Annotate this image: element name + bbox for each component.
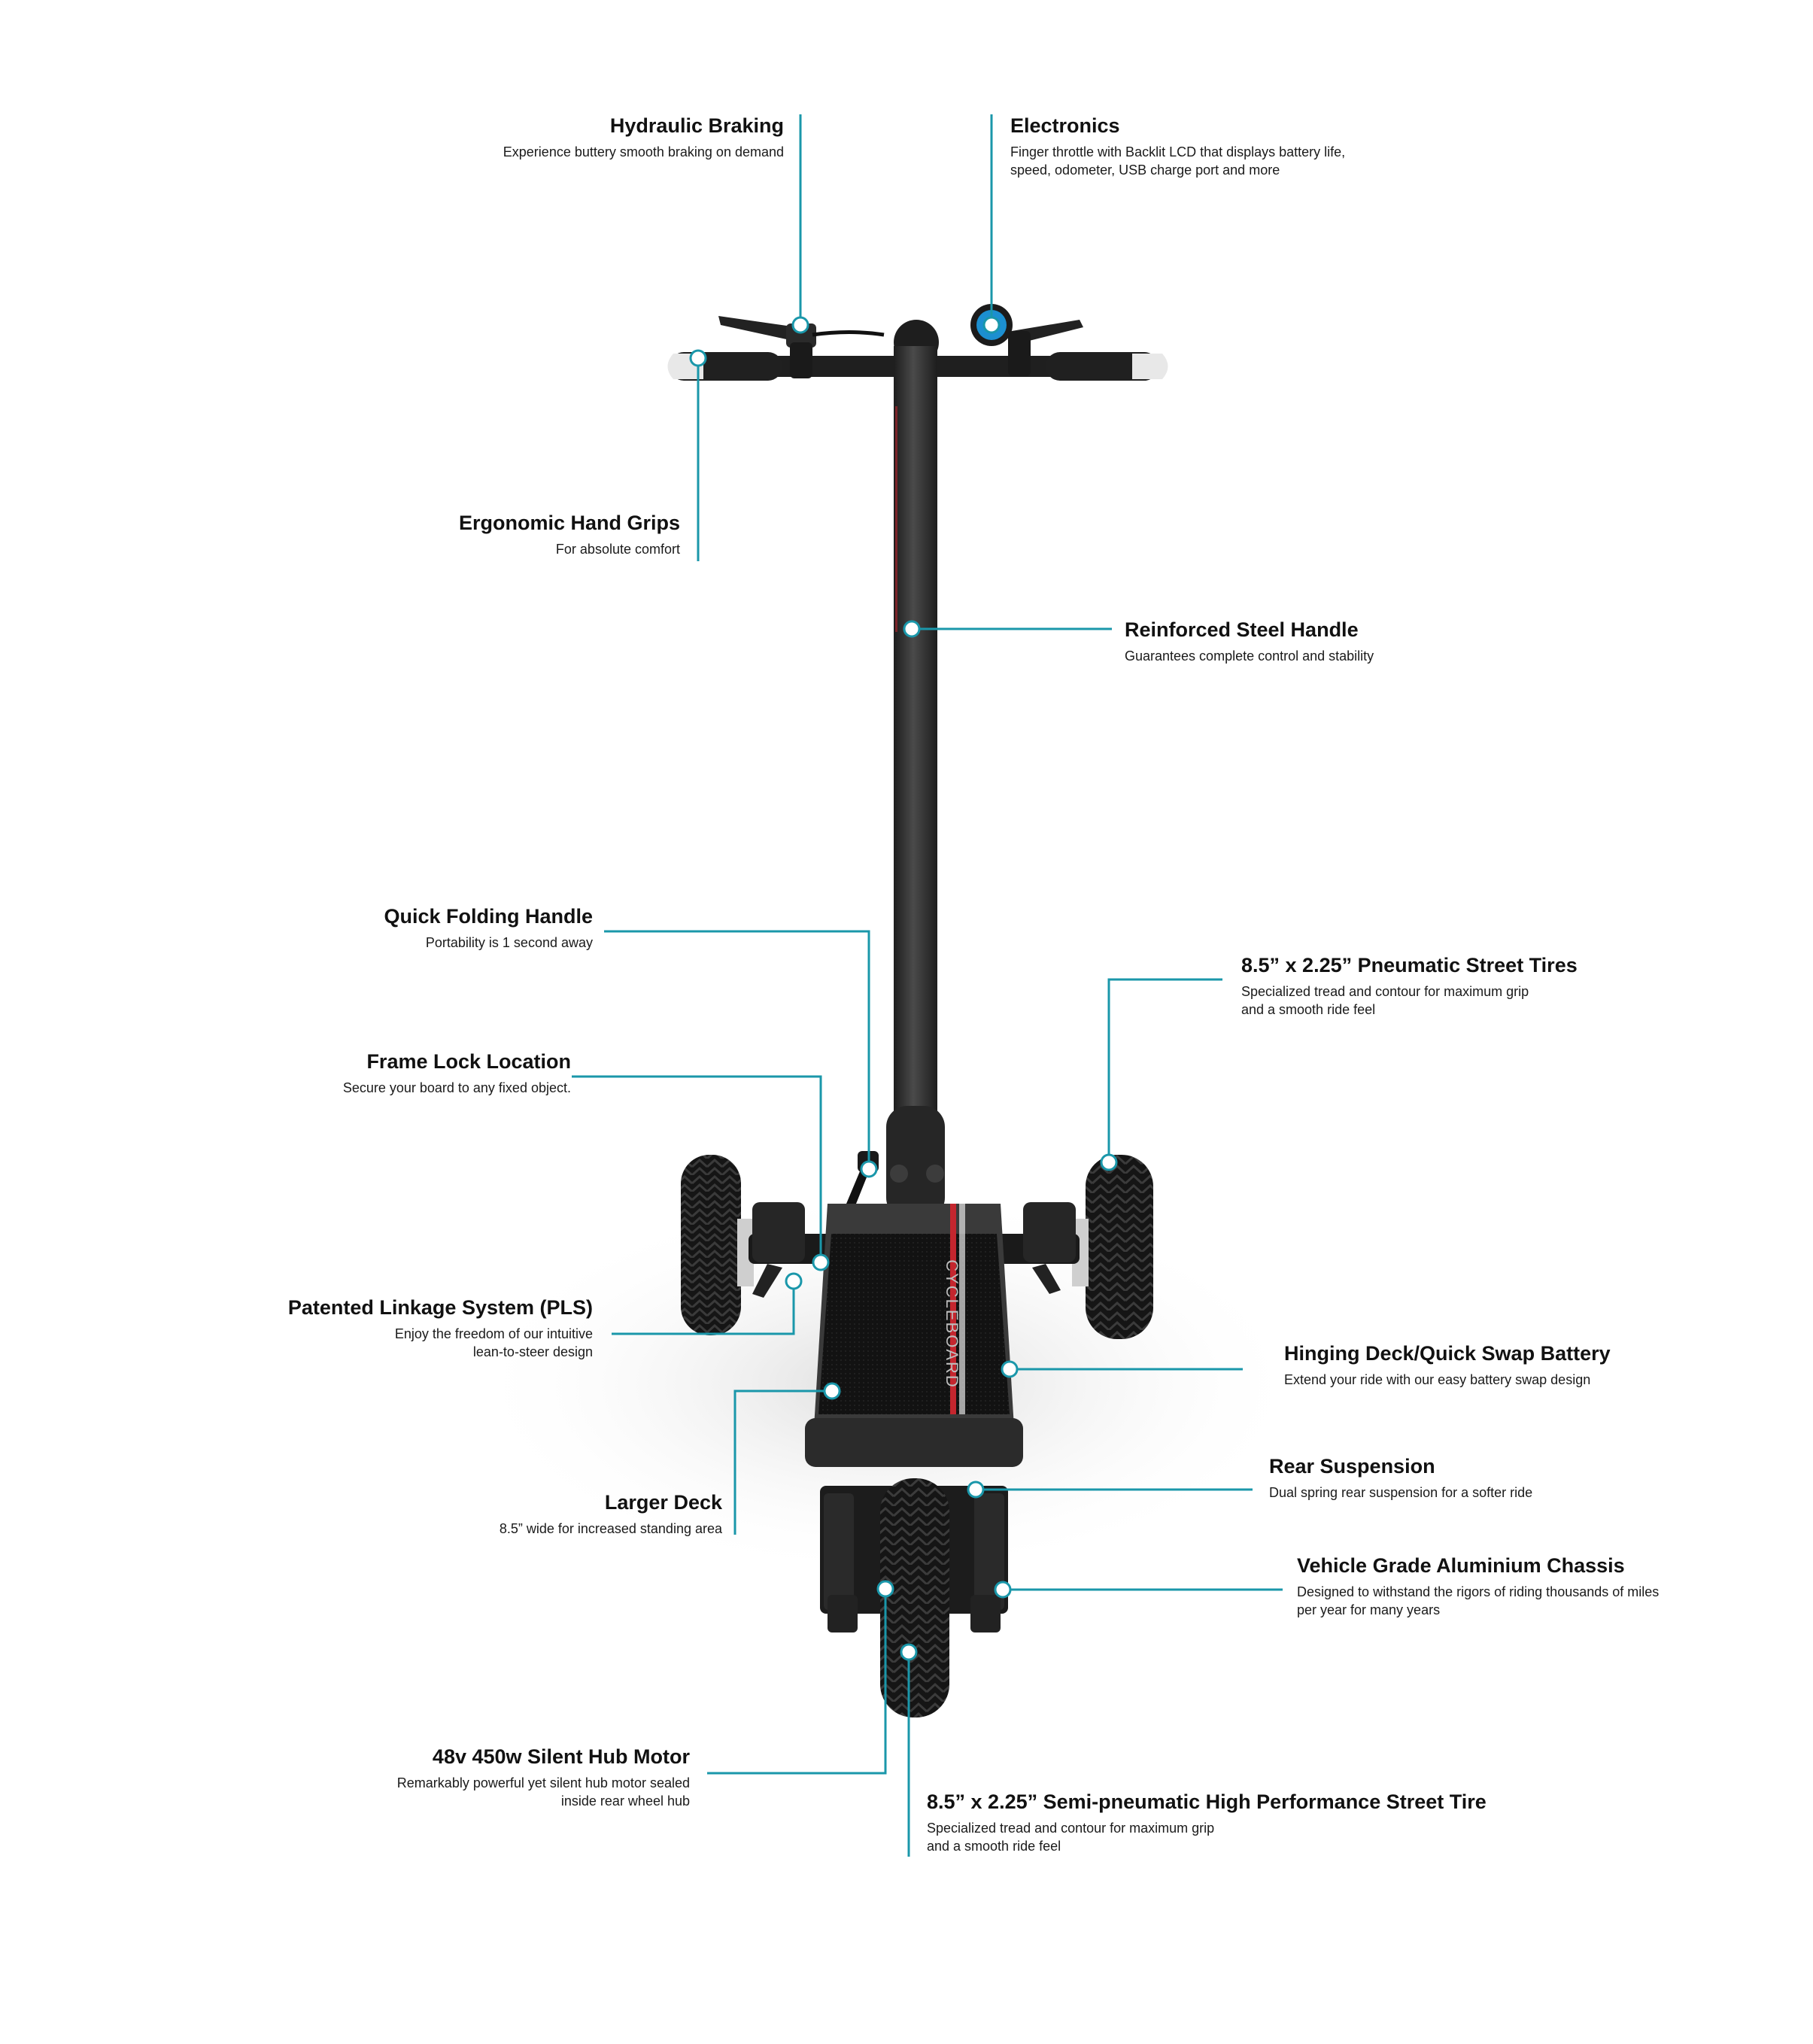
marker-electronics (982, 316, 1001, 334)
callout-description: Secure your board to any fixed object. (342, 1080, 571, 1095)
callout-title: 8.5” x 2.25” Pneumatic Street Tires (1241, 954, 1578, 976)
callout-hydraulic-braking: Hydraulic Braking Experience buttery smo… (503, 113, 784, 161)
leader-frame-lock-location (572, 1075, 822, 1262)
callout-title: Electronics (1010, 114, 1120, 137)
callout-hinging-deck: Hinging Deck/Quick Swap Battery Extend y… (1284, 1341, 1611, 1389)
callout-description: Guarantees complete control and stabilit… (1125, 648, 1374, 664)
callout-ergonomic-hand-grips: Ergonomic Hand Grips For absolute comfor… (459, 510, 680, 558)
marker-reinforced-steel-handle (903, 620, 921, 638)
callout-patented-linkage-system: Patented Linkage System (PLS) Enjoy the … (288, 1295, 593, 1361)
callout-description: Designed to withstand the rigors of ridi… (1297, 1584, 1660, 1617)
deck (805, 1204, 1023, 1467)
marker-frame-lock-location (812, 1253, 830, 1271)
callout-larger-deck: Larger Deck 8.5” wide for increased stan… (500, 1490, 722, 1538)
callout-title: Quick Folding Handle (384, 905, 593, 928)
leader-quick-folding-handle (604, 930, 870, 1169)
callout-semi-pneumatic-tire: 8.5” x 2.25” Semi-pneumatic High Perform… (927, 1789, 1487, 1855)
callout-description: Dual spring rear suspension for a softer… (1269, 1485, 1533, 1500)
rear-wheel (880, 1478, 949, 1718)
callout-rear-suspension: Rear Suspension Dual spring rear suspens… (1269, 1453, 1532, 1502)
marker-ergonomic-hand-grips (689, 349, 707, 367)
callout-quick-folding-handle: Quick Folding Handle Portability is 1 se… (384, 904, 593, 952)
marker-quick-folding-handle (860, 1160, 878, 1178)
callout-description: 8.5” wide for increased standing area (499, 1521, 722, 1536)
callout-title: Ergonomic Hand Grips (458, 512, 680, 534)
marker-rear-suspension (967, 1481, 985, 1499)
callout-description: Enjoy the freedom of our intuitive lean-… (394, 1326, 593, 1359)
callout-description: Extend your ride with our easy battery s… (1284, 1372, 1591, 1387)
leader-pneumatic-street-tires (1107, 978, 1222, 1162)
callout-reinforced-steel-handle: Reinforced Steel Handle Guarantees compl… (1125, 617, 1374, 665)
front-right-wheel (1086, 1155, 1153, 1339)
callout-frame-lock-location: Frame Lock Location Secure your board to… (343, 1049, 571, 1097)
marker-aluminium-chassis (994, 1581, 1012, 1599)
callout-description: Finger throttle with Backlit LCD that di… (1010, 144, 1346, 178)
marker-hydraulic-braking (791, 316, 809, 334)
marker-patented-linkage-system (785, 1272, 803, 1290)
marker-hinging-deck (1001, 1360, 1019, 1378)
callout-title: Larger Deck (604, 1491, 722, 1514)
marker-pneumatic-street-tires (1100, 1153, 1118, 1171)
marker-hub-motor (876, 1580, 894, 1598)
callout-title: Vehicle Grade Aluminium Chassis (1297, 1554, 1625, 1577)
front-left-wheel (681, 1155, 741, 1335)
marker-larger-deck (823, 1382, 841, 1400)
callout-electronics: Electronics Finger throttle with Backlit… (1010, 113, 1345, 179)
callout-aluminium-chassis: Vehicle Grade Aluminium Chassis Designed… (1297, 1553, 1659, 1619)
callout-description: Experience buttery smooth braking on dem… (503, 144, 784, 159)
callout-title: Rear Suspension (1269, 1455, 1435, 1478)
callout-title: 8.5” x 2.25” Semi-pneumatic High Perform… (927, 1790, 1487, 1813)
leader-patented-linkage-system (612, 1281, 795, 1335)
leader-hub-motor (707, 1589, 887, 1775)
callout-description: Specialized tread and contour for maximu… (1241, 984, 1529, 1017)
callout-description: For absolute comfort (555, 542, 680, 557)
callout-description: Specialized tread and contour for maximu… (927, 1821, 1215, 1854)
marker-semi-pneumatic-tire (900, 1643, 918, 1661)
handle-stem (894, 346, 937, 1121)
leader-larger-deck (733, 1389, 832, 1535)
callout-title: Hinging Deck/Quick Swap Battery (1284, 1342, 1611, 1365)
callout-pneumatic-street-tires: 8.5” x 2.25” Pneumatic Street Tires Spec… (1241, 952, 1578, 1019)
callout-title: 48v 450w Silent Hub Motor (432, 1745, 690, 1768)
callout-title: Patented Linkage System (PLS) (287, 1296, 593, 1319)
callout-title: Frame Lock Location (366, 1050, 571, 1073)
callout-hub-motor: 48v 450w Silent Hub Motor Remarkably pow… (397, 1744, 690, 1810)
callout-description: Remarkably powerful yet silent hub motor… (396, 1775, 690, 1809)
callout-description: Portability is 1 second away (425, 935, 593, 950)
deck-brand-text: CYCLEBOARD (943, 1259, 961, 1389)
callout-title: Hydraulic Braking (609, 114, 784, 137)
callout-title: Reinforced Steel Handle (1125, 618, 1359, 641)
